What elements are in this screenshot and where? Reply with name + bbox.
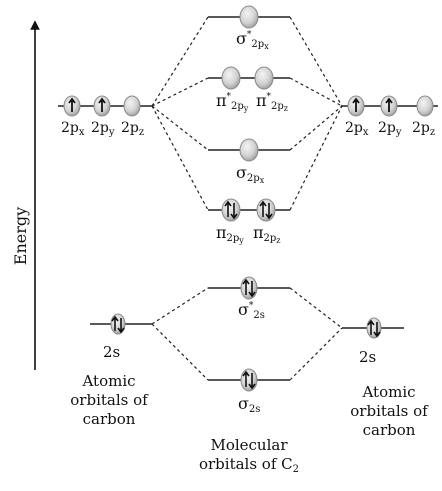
left-2py-label: 2py <box>91 120 115 138</box>
energy-axis-label: Energy <box>11 206 31 266</box>
mo-label-sigma-2s: σ2s <box>238 394 261 415</box>
right-atom-caption: Atomic orbitals of carbon <box>350 383 428 439</box>
right-2px-label: 2px <box>345 120 369 138</box>
electrons-single <box>68 97 393 112</box>
mo-label-sigma-star-2px: σ*2px <box>236 29 269 51</box>
electrons-paired <box>111 200 381 390</box>
orbital-left-2s <box>110 313 126 335</box>
orbital-pi-star-2pz <box>254 66 274 90</box>
mo-label-pi-2py: π2py <box>216 223 244 245</box>
molecular-caption: Molecular orbitals of C2 <box>198 436 300 475</box>
left-2px-label: 2px <box>61 120 85 138</box>
orbital-pi-2py <box>221 198 241 222</box>
mo-label-pi-star-2py: π*2py <box>216 91 249 113</box>
orbital-left-2pz <box>123 95 141 117</box>
left-2pz-label: 2pz <box>121 120 145 138</box>
orbital-pi-star-2py <box>221 66 241 90</box>
right-2py-label: 2py <box>378 120 402 138</box>
left-2s-label: 2s <box>103 343 121 361</box>
orbital-right-2pz <box>416 95 434 117</box>
orbital-sigma-2s <box>240 368 258 392</box>
right-2s-label: 2s <box>359 348 377 366</box>
orbital-sigma-2px <box>239 138 259 162</box>
right-2pz-label: 2pz <box>412 120 436 138</box>
mo-label-sigma-2px: σ2px <box>236 163 265 185</box>
mo-label-pi-2pz: π2pz <box>253 223 281 245</box>
correlation-lines <box>151 16 343 381</box>
orbital-pi-2pz <box>256 198 276 222</box>
orbital-right-2s <box>366 317 382 339</box>
left-atom-caption: Atomic orbitals of carbon <box>70 372 148 428</box>
orbital-sigma-star-2px <box>239 5 259 29</box>
mo-label-sigma-star-2s: σ*2s <box>238 300 265 321</box>
orbital-sigma-star-2s <box>240 276 258 300</box>
mo-label-pi-star-2pz: π*2pz <box>256 91 288 113</box>
